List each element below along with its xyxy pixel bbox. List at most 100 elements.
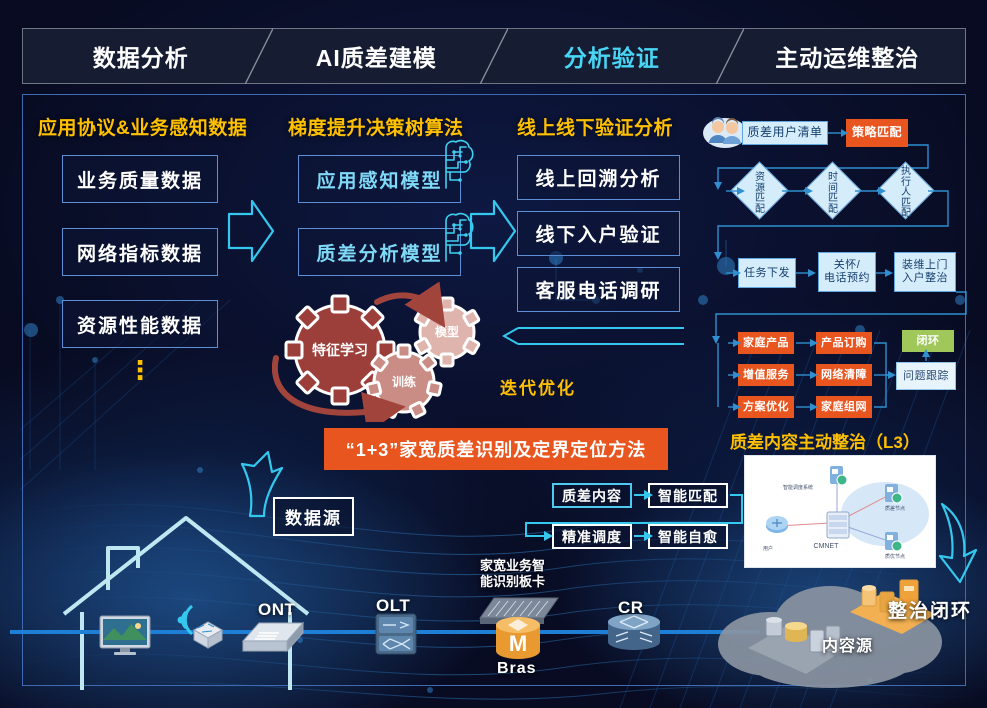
banner-label: “1+3”家宽质差识别及定界定位方法 bbox=[345, 440, 647, 460]
box-quality-analysis-model[interactable]: 质差分析模型 bbox=[298, 228, 461, 276]
ellipsis-more-sources: ⋮ bbox=[127, 355, 153, 385]
box-offline-home-verify[interactable]: 线下入户验证 bbox=[517, 211, 680, 256]
label-ont: ONT bbox=[258, 600, 296, 619]
flow-label: 网络清障 bbox=[821, 368, 867, 381]
box-service-quality-data[interactable]: 业务质量数据 bbox=[62, 155, 218, 203]
tab-ai-modeling[interactable]: AI质差建模 bbox=[258, 28, 508, 84]
box-resource-perf-data[interactable]: 资源性能数据 bbox=[62, 300, 218, 348]
l3-section-title: 质差内容主动整治（L3） bbox=[730, 433, 920, 452]
tab-proactive-ops[interactable]: 主动运维整治 bbox=[729, 29, 965, 83]
box-app-awareness-model[interactable]: 应用感知模型 bbox=[298, 155, 461, 203]
flow-strategy-match[interactable]: 策略匹配 bbox=[846, 119, 908, 147]
box-label: 质差分析模型 bbox=[316, 243, 443, 265]
box-label: 网络指标数据 bbox=[76, 243, 203, 265]
box-network-kpi-data[interactable]: 网络指标数据 bbox=[62, 228, 218, 276]
flow-label: 策略匹配 bbox=[851, 125, 902, 140]
tab-label: AI质差建模 bbox=[315, 45, 437, 71]
main-panel-border bbox=[22, 94, 966, 686]
l3-label-good-node: 质优节点 bbox=[884, 554, 905, 560]
box-label: 精准调度 bbox=[562, 528, 622, 545]
tab-label: 分析验证 bbox=[563, 45, 660, 71]
bras-icon: M bbox=[496, 617, 540, 659]
label-identification-card: 家宽业务智 能识别板卡 bbox=[480, 558, 546, 590]
arrow-col1-to-col2 bbox=[227, 199, 275, 263]
brain-circuit-icon bbox=[445, 139, 474, 189]
flow-connectors-bottom bbox=[717, 339, 930, 411]
label-remediation-closed-loop: 整治闭环 bbox=[888, 601, 973, 622]
box-customer-service-survey[interactable]: 客服电话调研 bbox=[517, 267, 680, 312]
house-outline bbox=[62, 516, 310, 690]
flow-issue-tracking[interactable]: 问题跟踪 bbox=[896, 362, 956, 390]
box-label: 质差内容 bbox=[562, 487, 622, 504]
method-banner: “1+3”家宽质差识别及定界定位方法 bbox=[324, 428, 668, 470]
box-precise-scheduling[interactable]: 精准调度 bbox=[552, 524, 632, 549]
flow-network-fault-clear[interactable]: 网络清障 bbox=[816, 364, 872, 386]
flow-diamond-label: 资源匹配 bbox=[755, 172, 765, 215]
svg-text:训练: 训练 bbox=[392, 374, 416, 389]
flow-value-added-service[interactable]: 增值服务 bbox=[738, 364, 794, 386]
flow-connectors-row1 bbox=[714, 129, 929, 190]
tab-data-analysis[interactable]: 数据分析 bbox=[23, 28, 272, 84]
brain-circuit-icon bbox=[445, 212, 474, 262]
svg-text:M: M bbox=[509, 631, 527, 656]
box-label: 应用感知模型 bbox=[316, 170, 443, 192]
flow-label: 关怀/ 电话预约 bbox=[824, 259, 870, 284]
arrow-iterative-optimization bbox=[501, 327, 684, 345]
flow-label: 装维上门 入户整治 bbox=[902, 259, 948, 284]
flow-label: 质差用户清单 bbox=[747, 125, 823, 140]
column-title-gbdt: 梯度提升决策树算法 bbox=[288, 118, 464, 139]
flow-label: 家庭组网 bbox=[821, 400, 867, 413]
flow-closed-loop[interactable]: 闭环 bbox=[902, 330, 954, 352]
flow-task-dispatch[interactable]: 任务下发 bbox=[738, 258, 796, 288]
flow-product-order[interactable]: 产品订购 bbox=[816, 332, 872, 354]
flow-plan-optimization[interactable]: 方案优化 bbox=[738, 396, 794, 418]
ml-gear-cluster: 特征学习 训练 bbox=[272, 282, 481, 422]
flow-diamond-label: 执行人匹配 bbox=[901, 166, 911, 219]
flow-label: 问题跟踪 bbox=[903, 369, 949, 382]
flow-onsite-remediation[interactable]: 装维上门 入户整治 bbox=[894, 252, 956, 292]
box-quality-content[interactable]: 质差内容 bbox=[552, 483, 632, 508]
arrow-datasource-up bbox=[240, 450, 284, 518]
tab-label: 主动运维整治 bbox=[775, 45, 920, 71]
flow-label: 增值服务 bbox=[743, 368, 789, 381]
l3-label-cmnet: CMNET bbox=[813, 543, 839, 550]
box-smart-matching[interactable]: 智能匹配 bbox=[648, 483, 728, 508]
svg-text:模型: 模型 bbox=[435, 324, 459, 339]
flow-connectors-diamonds bbox=[714, 187, 949, 260]
label-cr: CR bbox=[618, 598, 644, 617]
flow-connectors-row2 bbox=[712, 269, 967, 344]
column-title-data-sources: 应用协议&业务感知数据 bbox=[38, 118, 248, 139]
box-online-backtrack[interactable]: 线上回溯分析 bbox=[517, 155, 680, 200]
l3-network-diagram-panel bbox=[744, 455, 936, 568]
label-data-source: 数据源 bbox=[273, 497, 354, 536]
arrow-to-content-source bbox=[938, 502, 978, 584]
l3-label-bad-node: 质差节点 bbox=[884, 506, 905, 512]
l3-label-user: 用户 bbox=[762, 546, 773, 552]
flow-care-call-booking[interactable]: 关怀/ 电话预约 bbox=[818, 252, 876, 292]
flow-user-list[interactable]: 质差用户清单 bbox=[742, 121, 828, 145]
box-label: 资源性能数据 bbox=[76, 315, 203, 337]
olt-device-icon bbox=[375, 613, 417, 655]
flow-label: 闭环 bbox=[916, 334, 940, 347]
box-label: 客服电话调研 bbox=[535, 281, 662, 302]
box-label: 线下入户验证 bbox=[535, 225, 662, 246]
l3-label-scheduler: 智能调度系统 bbox=[782, 485, 813, 491]
box-label: 智能自愈 bbox=[658, 528, 718, 545]
ont-device-icon bbox=[241, 621, 305, 653]
box-label: 智能匹配 bbox=[658, 487, 718, 504]
flow-label: 任务下发 bbox=[744, 266, 790, 279]
box-label: 业务质量数据 bbox=[76, 170, 203, 192]
label-content-source: 内容源 bbox=[822, 638, 874, 655]
svg-text:特征学习: 特征学习 bbox=[312, 342, 368, 358]
flow-label: 方案优化 bbox=[743, 400, 789, 413]
l3-topology-svg bbox=[766, 466, 929, 552]
tab-analysis-validation[interactable]: 分析验证 bbox=[494, 28, 743, 84]
wifi-router-icon bbox=[177, 604, 224, 649]
stage-tabs: 数据分析 AI质差建模 分析验证 主动运维整治 bbox=[22, 28, 966, 84]
column-title-validation: 线上线下验证分析 bbox=[517, 118, 674, 139]
label-iterative-optimization: 迭代优化 bbox=[500, 379, 576, 398]
mid-box-connectors bbox=[525, 490, 743, 541]
cr-router-icon bbox=[608, 614, 660, 650]
customer-service-agents-icon bbox=[703, 117, 747, 148]
